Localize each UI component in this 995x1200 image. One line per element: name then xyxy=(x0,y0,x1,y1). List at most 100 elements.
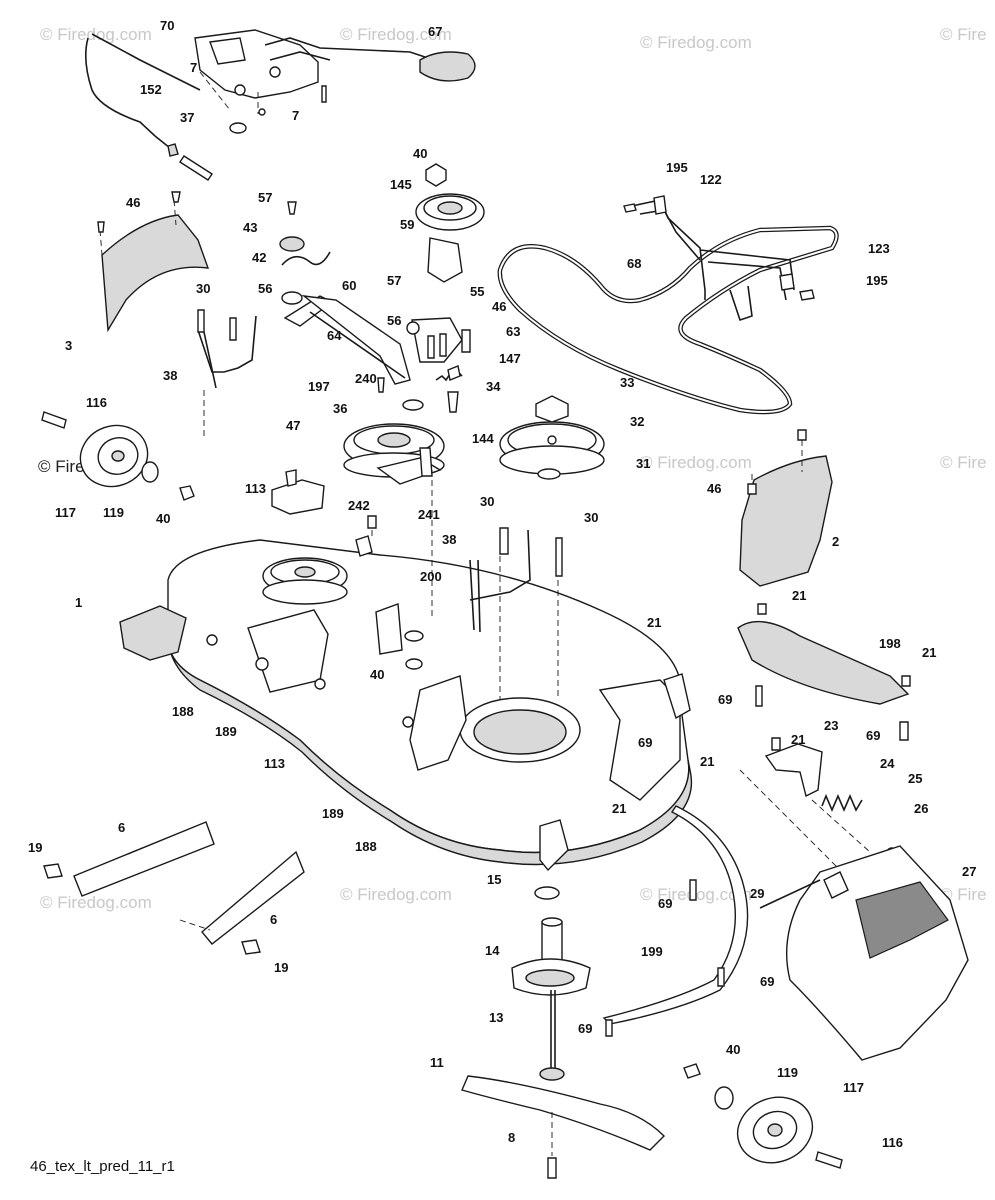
watermark: © Firedog.com xyxy=(640,33,752,52)
idler-pulley-145 xyxy=(415,163,485,283)
callout-label-19: 19 xyxy=(274,960,288,975)
callout-label-25: 25 xyxy=(908,771,922,786)
callout-label-200: 200 xyxy=(420,569,442,584)
callout-label-46: 46 xyxy=(126,195,140,210)
callout-label-30: 30 xyxy=(196,281,210,296)
callout-label-21: 21 xyxy=(700,754,714,769)
callout-label-152: 152 xyxy=(140,82,162,97)
tension-bracket xyxy=(377,317,471,413)
callout-label-21: 21 xyxy=(612,801,626,816)
callout-label-56: 56 xyxy=(387,313,401,328)
callout-label-42: 42 xyxy=(252,250,266,265)
deck-pulley xyxy=(262,469,348,605)
callout-label-116: 116 xyxy=(882,1135,903,1150)
lift-assembly xyxy=(84,29,476,181)
callout-label-21: 21 xyxy=(791,732,805,747)
callout-label-69: 69 xyxy=(760,974,774,989)
callout-label-119: 119 xyxy=(103,505,124,520)
blade-arms xyxy=(43,821,305,955)
spindle-assembly xyxy=(461,886,665,1179)
callout-label-23: 23 xyxy=(824,718,838,733)
callout-label-69: 69 xyxy=(718,692,732,707)
callout-label-38: 38 xyxy=(442,532,456,547)
gauge-wheel-right xyxy=(683,1063,843,1169)
callout-label-69: 69 xyxy=(578,1021,592,1036)
callout-label-195: 195 xyxy=(866,273,888,288)
callout-label-68: 68 xyxy=(627,256,641,271)
discharge-chute-27 xyxy=(759,845,969,1061)
deck-hardware xyxy=(355,470,563,700)
callout-label-46: 46 xyxy=(492,299,506,314)
callout-label-241: 241 xyxy=(418,507,440,522)
callout-label-34: 34 xyxy=(486,379,501,394)
callout-label-30: 30 xyxy=(584,510,598,525)
callout-label-40: 40 xyxy=(156,511,170,526)
callout-label-67: 67 xyxy=(428,24,442,39)
callout-label-6: 6 xyxy=(118,820,125,835)
callout-label-147: 147 xyxy=(499,351,521,366)
callout-label-242: 242 xyxy=(348,498,370,513)
callout-label-3: 3 xyxy=(65,338,72,353)
callout-label-69: 69 xyxy=(638,735,652,750)
left-shield xyxy=(97,191,257,440)
watermark: © Fire xyxy=(940,25,987,44)
callout-label-31: 31 xyxy=(636,456,650,471)
callout-label-36: 36 xyxy=(333,401,347,416)
callout-label-113: 113 xyxy=(245,481,266,496)
callout-label-117: 117 xyxy=(55,505,76,520)
callout-label-21: 21 xyxy=(792,588,806,603)
callout-label-43: 43 xyxy=(243,220,257,235)
document-id: 46_tex_lt_pred_11_r1 xyxy=(30,1158,175,1175)
watermark: © Fire xyxy=(940,453,987,472)
callout-label-188: 188 xyxy=(172,704,194,719)
pulley-36 xyxy=(343,423,445,485)
gauge-wheel-left xyxy=(41,411,195,501)
callout-label-199: 199 xyxy=(641,944,663,959)
belt-guide xyxy=(623,195,815,322)
deflector-bar-198 xyxy=(737,603,911,741)
callout-label-144: 144 xyxy=(472,431,494,446)
callout-label-1: 1 xyxy=(75,595,82,610)
callout-label-113: 113 xyxy=(264,756,285,771)
callout-label-57: 57 xyxy=(387,273,401,288)
watermark: © Firedog.com xyxy=(40,25,152,44)
callout-label-19: 19 xyxy=(28,840,42,855)
callout-label-14: 14 xyxy=(485,943,500,958)
callout-label-70: 70 xyxy=(160,18,174,33)
callout-label-40: 40 xyxy=(413,146,427,161)
callout-label-197: 197 xyxy=(308,379,330,394)
callout-label-15: 15 xyxy=(487,872,501,887)
callout-label-55: 55 xyxy=(470,284,484,299)
watermark: © Firedog.com xyxy=(340,25,452,44)
callout-label-33: 33 xyxy=(620,375,634,390)
callout-label-59: 59 xyxy=(400,217,414,232)
callout-label-56: 56 xyxy=(258,281,272,296)
callout-label-189: 189 xyxy=(322,806,344,821)
callout-label-188: 188 xyxy=(355,839,377,854)
callout-label-8: 8 xyxy=(508,1130,515,1145)
callout-label-195: 195 xyxy=(666,160,688,175)
callout-label-60: 60 xyxy=(342,278,356,293)
callout-label-122: 122 xyxy=(700,172,722,187)
callout-label-123: 123 xyxy=(868,241,890,256)
callout-label-240: 240 xyxy=(355,371,377,386)
callout-label-30: 30 xyxy=(480,494,494,509)
watermarks: © Firedog.com © Firedog.com © Firedog.co… xyxy=(38,25,987,912)
callout-label-116: 116 xyxy=(86,395,107,410)
baffle-199 xyxy=(602,805,749,1037)
callout-label-2: 2 xyxy=(832,534,839,549)
watermark: © Firedog.com xyxy=(40,893,152,912)
callout-label-7: 7 xyxy=(292,108,299,123)
pulley-32 xyxy=(499,395,605,480)
callout-label-13: 13 xyxy=(489,1010,503,1025)
callout-label-119: 119 xyxy=(777,1065,798,1080)
callout-label-37: 37 xyxy=(180,110,194,125)
callout-label-145: 145 xyxy=(390,177,412,192)
callout-label-117: 117 xyxy=(843,1080,864,1095)
callout-label-64: 64 xyxy=(327,328,342,343)
callout-label-63: 63 xyxy=(506,324,520,339)
watermark: © Firedog.com xyxy=(640,453,752,472)
callout-label-69: 69 xyxy=(866,728,880,743)
